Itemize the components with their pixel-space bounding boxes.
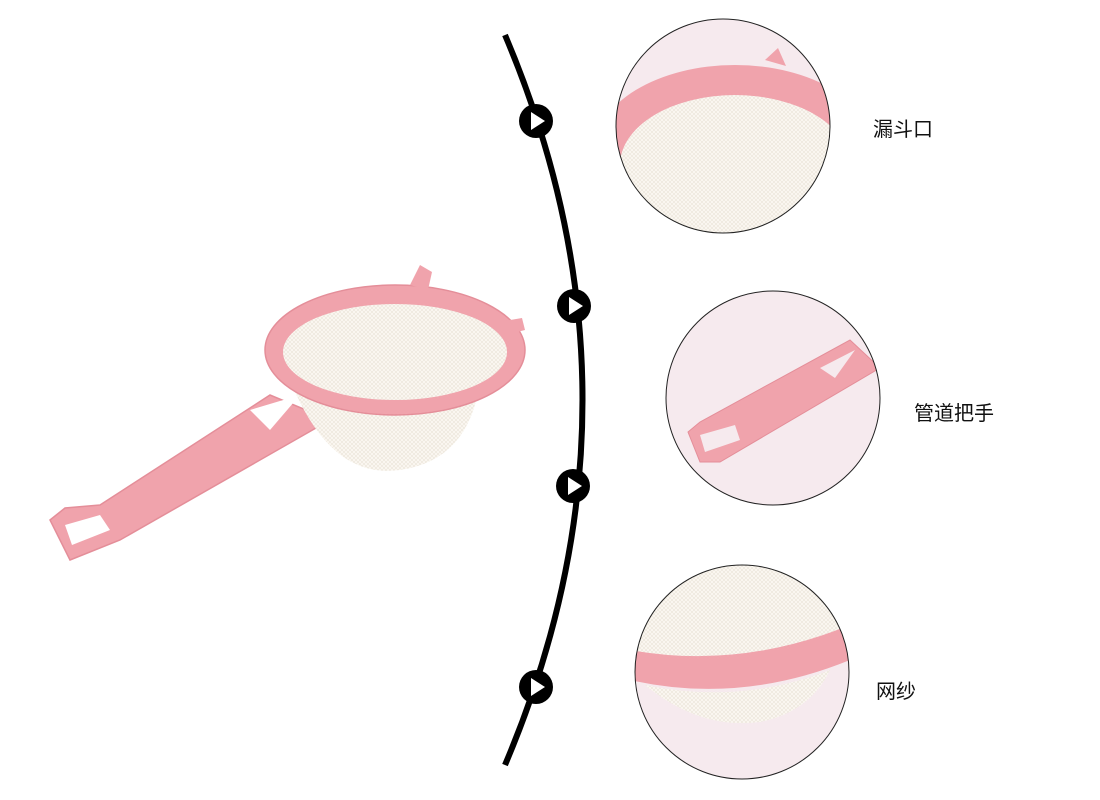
play-icon [519,104,553,138]
play-icon [556,469,590,503]
feature-label-mesh: 网纱 [876,679,916,703]
play-icon [519,670,553,704]
strainer-product-image [49,265,526,561]
detail-image-funnel-rim [615,18,831,234]
timeline-arc [502,33,586,767]
detail-image-handle [665,290,881,506]
play-icon [557,289,591,323]
feature-label-handle: 管道把手 [914,401,994,425]
detail-image-mesh [634,564,850,780]
feature-label-funnel-rim: 漏斗口 [873,117,933,141]
